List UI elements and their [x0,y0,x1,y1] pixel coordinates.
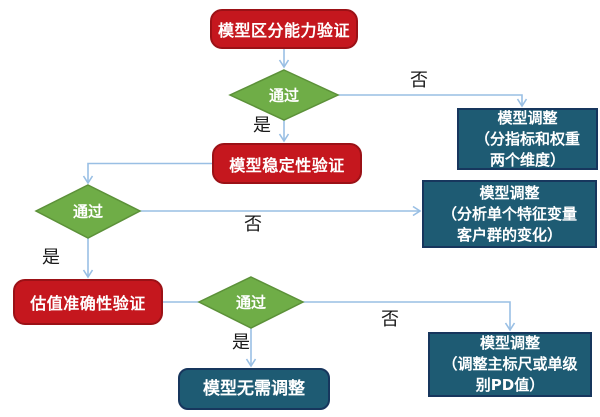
adjust1-line3: 两个维度） [489,150,565,169]
decision3-diamond [197,276,305,329]
adjust3-line3: 别PD值） [475,376,545,394]
edge-label-yes3: 是 [232,332,250,353]
edge-label-no1: 否 [410,70,428,91]
edge-label-yes1: 是 [253,115,271,136]
edge-label-yes2: 是 [42,247,60,268]
node-model-adjust-pd-text: 模型调整 （调整主标尺或单级 别PD值） [442,333,577,396]
adjust3-line2: （调整主标尺或单级 [442,355,578,373]
decision1-diamond [228,69,340,121]
edge-no3-to-adjust3 [303,301,516,332]
node-accuracy-validation: 估值准确性验证 [13,279,163,325]
node-accuracy-label: 估值准确性验证 [30,294,146,313]
node-discrimination-label: 模型区分能力验证 [217,21,350,40]
edge-label-no3: 否 [381,309,399,330]
node-model-adjust-features-text: 模型调整 （分析单个特征变量 客户群的变化） [442,183,577,246]
node-no-adjustment-label: 模型无需调整 [203,378,305,399]
node-model-adjust-weights-text: 模型调整 （分指标和权重 两个维度） [475,108,580,171]
adjust2-line2: （分析单个特征变量 [441,204,577,223]
decision2-diamond [34,184,142,239]
node-model-adjust-pd: 模型调整 （调整主标尺或单级 别PD值） [428,332,592,397]
node-stability-label: 模型稳定性验证 [229,155,345,175]
node-model-adjust-features: 模型调整 （分析单个特征变量 客户群的变化） [422,180,597,248]
adjust1-line2: （分指标和权重 [474,129,580,148]
edge-no1-to-adjust1 [338,94,528,108]
node-model-adjust-weights: 模型调整 （分指标和权重 两个维度） [457,108,598,170]
adjust2-line3: 客户群的变化） [456,225,562,244]
edge-label-no2: 否 [244,214,262,235]
adjust1-line1: 模型调整 [497,108,558,127]
edge-stability-to-decision2 [82,162,212,185]
adjust3-line1: 模型调整 [479,334,540,352]
node-no-adjustment-needed: 模型无需调整 [178,368,330,410]
node-stability-validation: 模型稳定性验证 [212,143,362,184]
node-discrimination-validation: 模型区分能力验证 [210,9,358,49]
adjust2-line1: 模型调整 [479,183,540,202]
